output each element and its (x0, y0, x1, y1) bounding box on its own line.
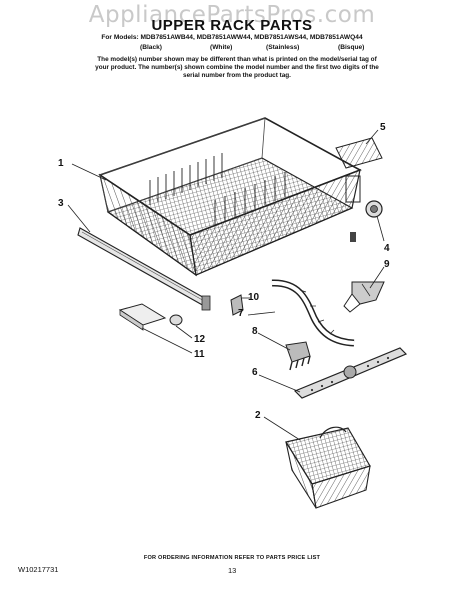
end-cap (169, 314, 183, 326)
page-number: 13 (228, 566, 237, 575)
model-colors: (Black) (White) (Stainless) (Bisque) (0, 44, 464, 54)
silverware-basket (285, 426, 371, 509)
spray-manifold (343, 281, 385, 313)
model-note: The model(s) number shown may be differe… (95, 56, 379, 79)
page-title: UPPER RACK PARTS (151, 17, 313, 34)
rack-clip (335, 137, 383, 169)
color-white: (White) (210, 44, 233, 51)
water-feed-tube (271, 279, 355, 347)
callout-3: 3 (58, 198, 64, 209)
diverter-clip (285, 341, 311, 371)
track-rail (77, 227, 211, 311)
watermark: AppliancePartsPros.com (88, 2, 376, 28)
upper-rack (98, 117, 362, 277)
callout-10: 10 (248, 292, 260, 303)
callout-9: 9 (384, 259, 390, 270)
color-stainless: (Stainless) (266, 44, 300, 51)
stop-clip (230, 294, 244, 316)
models-line: For Models: MDB7851AWB44, MDB7851AWW44, … (101, 34, 363, 41)
callout-6: 6 (252, 367, 258, 378)
document-number: W10217731 (18, 565, 59, 574)
callout-11: 11 (194, 349, 205, 360)
rail-stop (118, 303, 167, 331)
callout-7: 7 (238, 308, 244, 319)
rack-roller (365, 200, 383, 218)
color-bisque: (Bisque) (338, 44, 365, 51)
callout-4: 4 (384, 243, 390, 254)
callout-5: 5 (380, 122, 386, 133)
ordering-info: FOR ORDERING INFORMATION REFER TO PARTS … (143, 555, 321, 561)
color-black: (Black) (140, 44, 162, 51)
callout-1: 1 (58, 158, 64, 169)
callout-8: 8 (252, 326, 258, 337)
leader-lines (67, 129, 385, 441)
callout-2: 2 (255, 410, 261, 421)
spray-arm (293, 347, 408, 399)
callout-12: 12 (194, 334, 206, 345)
